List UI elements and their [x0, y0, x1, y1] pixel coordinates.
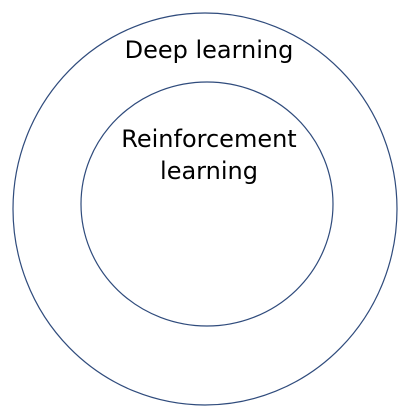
- outer-circle-deep-learning: [12, 12, 398, 406]
- inner-circle-reinforcement-learning: [80, 81, 334, 327]
- inner-circle-label-line2: learning: [160, 157, 258, 185]
- outer-circle-label: Deep learning: [124, 36, 294, 64]
- inner-circle-label-line1: Reinforcement: [121, 125, 297, 153]
